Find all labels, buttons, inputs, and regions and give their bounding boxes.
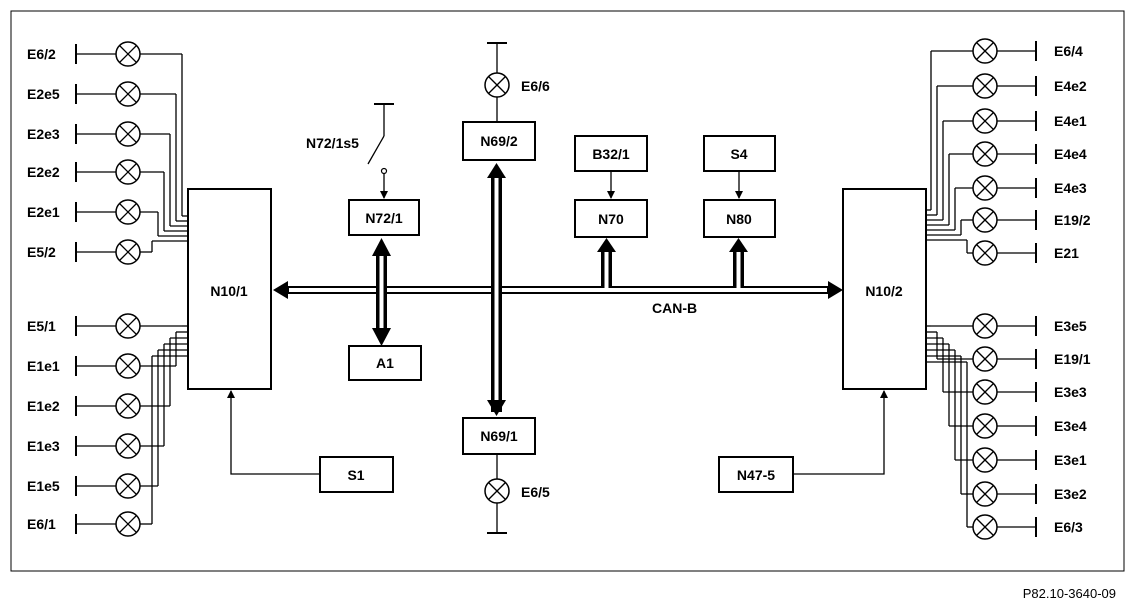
lamp-groups: E6/2E2e5E2e3E2e2E2e1E5/2E5/1E1e1E1e2E1e3…: [27, 38, 1091, 540]
switch-label: N72/1s5: [306, 135, 359, 151]
module-n69-1-label: N69/1: [480, 428, 518, 444]
lamp-e6-1: E6/1: [27, 355, 188, 537]
module-n80-label: N80: [726, 211, 752, 227]
lamp-label-e2e3: E2e3: [27, 126, 60, 142]
lamp-label-e4e1: E4e1: [1054, 113, 1087, 129]
lamp-e6-6: [484, 42, 510, 122]
lamp-e4e2: E4e2: [926, 73, 1087, 216]
lamp-label-e6-4: E6/4: [1054, 43, 1083, 59]
module-n80: [703, 199, 776, 238]
can-b-bus: [273, 163, 843, 416]
lamp-label-e5-2: E5/2: [27, 244, 56, 260]
module-s4: [703, 135, 776, 172]
module-n72-1-label: N72/1: [365, 210, 403, 226]
lamp-e19-1: E19/1: [926, 331, 1091, 372]
module-n10-2-label: N10/2: [865, 283, 903, 299]
module-n69-1: [462, 417, 536, 455]
lamp-label-e4e4: E4e4: [1054, 146, 1087, 162]
module-n47-5-label: N47-5: [737, 467, 775, 483]
lamp-e3e5: E3e5: [926, 313, 1087, 339]
lamp-label-e3e5: E3e5: [1054, 318, 1087, 334]
bus-label: CAN-B: [652, 300, 697, 316]
module-n70: [574, 199, 648, 238]
lamp-e2e2: E2e2: [27, 159, 188, 232]
module-n69-2: [462, 121, 536, 161]
lamp-e5-2: E5/2: [27, 239, 188, 265]
lamp-label-e1e1: E1e1: [27, 358, 60, 374]
module-n47-5: [718, 456, 794, 493]
lamp-e6-4: E6/4: [926, 38, 1083, 211]
sensor-arrows: [227, 171, 888, 475]
module-b32-1: [574, 135, 648, 172]
lamp-e1e3: E1e3: [27, 343, 188, 459]
diagram-frame: [10, 10, 1125, 572]
lamp-e3e1: E3e1: [926, 349, 1087, 473]
lamp-label-e2e5: E2e5: [27, 86, 60, 102]
lamp-label-e19-2: E19/2: [1054, 212, 1091, 228]
lamp-e6-5: [484, 454, 510, 534]
lamp-label-e4e3: E4e3: [1054, 180, 1087, 196]
lamp-label-e2e1: E2e1: [27, 204, 60, 220]
switch-n72-1s5: [367, 103, 394, 199]
lamp-label-e6-1: E6/1: [27, 516, 56, 532]
lamp-label-e3e2: E3e2: [1054, 486, 1087, 502]
module-n72-1: [348, 199, 420, 236]
lamp-e21: E21: [926, 239, 1079, 266]
module-n10-2: [842, 188, 927, 390]
lamp-label-e19-1: E19/1: [1054, 351, 1091, 367]
lamp-label-e6-3: E6/3: [1054, 519, 1083, 535]
lamp-e1e2: E1e2: [27, 337, 188, 419]
diagram-code: P82.10-3640-09: [1022, 586, 1116, 601]
lamp-e2e5: E2e5: [27, 81, 188, 222]
module-n10-1-label: N10/1: [210, 283, 248, 299]
lamp-e4e3: E4e3: [926, 175, 1087, 231]
lamp-e3e3: E3e3: [926, 337, 1087, 405]
lamp-label-e3e1: E3e1: [1054, 452, 1087, 468]
lamp-e6-6-label: E6/6: [521, 78, 550, 94]
lamp-label-e1e5: E1e5: [27, 478, 60, 494]
lamp-e4e1: E4e1: [926, 108, 1087, 221]
lamp-label-e1e3: E1e3: [27, 438, 60, 454]
module-n70-label: N70: [598, 211, 624, 227]
lamp-label-e3e4: E3e4: [1054, 418, 1087, 434]
module-n69-2-label: N69/2: [480, 133, 518, 149]
lamp-e2e1: E2e1: [27, 199, 188, 237]
module-s4-label: S4: [730, 146, 747, 162]
lamp-e4e4: E4e4: [926, 141, 1087, 226]
lamp-e5-1: E5/1: [27, 313, 188, 339]
lamp-label-e1e2: E1e2: [27, 398, 60, 414]
lamp-label-e21: E21: [1054, 245, 1079, 261]
lamp-e6-5-label: E6/5: [521, 484, 550, 500]
module-a1: [348, 345, 422, 381]
lamp-e6-3: E6/3: [926, 361, 1083, 540]
lamp-e2e3: E2e3: [27, 121, 188, 227]
lamp-e1e1: E1e1: [27, 331, 188, 379]
lamp-label-e3e3: E3e3: [1054, 384, 1087, 400]
lamp-label-e5-1: E5/1: [27, 318, 56, 334]
lamp-e3e4: E3e4: [926, 343, 1087, 439]
module-n10-1: [187, 188, 272, 390]
module-b32-1-label: B32/1: [592, 146, 630, 162]
lamp-e1e5: E1e5: [27, 349, 188, 499]
lamp-label-e6-2: E6/2: [27, 46, 56, 62]
lamp-e6-2: E6/2: [27, 41, 188, 217]
module-a1-label: A1: [376, 355, 394, 371]
lamp-label-e2e2: E2e2: [27, 164, 60, 180]
lamp-label-e4e2: E4e2: [1054, 78, 1087, 94]
module-s1-label: S1: [347, 467, 364, 483]
lamp-e19-2: E19/2: [926, 207, 1091, 236]
